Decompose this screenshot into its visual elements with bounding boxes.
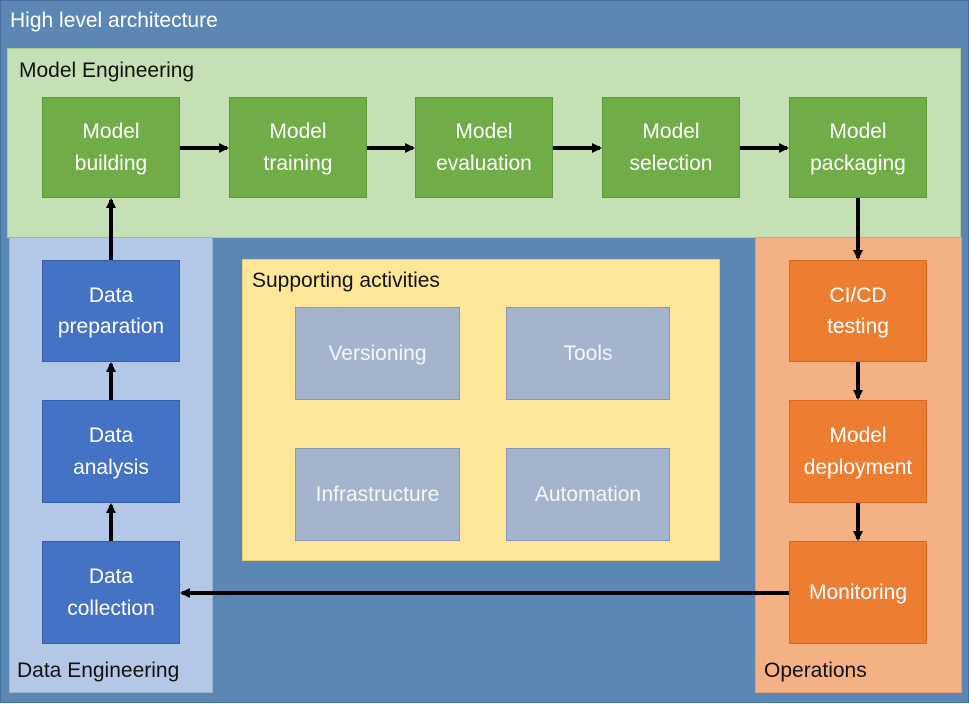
model-engineering-label: Model Engineering xyxy=(19,59,195,82)
model-selection-box[interactable]: Model selection xyxy=(602,97,740,198)
automation-box[interactable]: Automation xyxy=(506,448,670,541)
infrastructure-box[interactable]: Infrastructure xyxy=(295,448,460,541)
supporting-activities-label: Supporting activities xyxy=(252,269,440,292)
versioning-box[interactable]: Versioning xyxy=(295,307,460,400)
data-engineering-label: Data Engineering xyxy=(17,659,180,682)
model-packaging-box[interactable]: Model packaging xyxy=(789,97,927,198)
model-training-box[interactable]: Model training xyxy=(229,97,367,198)
model-building-box[interactable]: Model building xyxy=(42,97,180,198)
tools-box[interactable]: Tools xyxy=(506,307,670,400)
data-preparation-box[interactable]: Data preparation xyxy=(42,260,180,362)
data-collection-box[interactable]: Data collection xyxy=(42,541,180,644)
model-evaluation-box[interactable]: Model evaluation xyxy=(415,97,553,198)
diagram-title: High level architecture xyxy=(10,9,218,32)
monitoring-box[interactable]: Monitoring xyxy=(789,541,927,644)
ci-cd-testing-box[interactable]: CI/CD testing xyxy=(789,260,927,362)
model-deployment-box[interactable]: Model deployment xyxy=(789,400,927,503)
operations-label: Operations xyxy=(764,659,867,682)
data-analysis-box[interactable]: Data analysis xyxy=(42,400,180,503)
